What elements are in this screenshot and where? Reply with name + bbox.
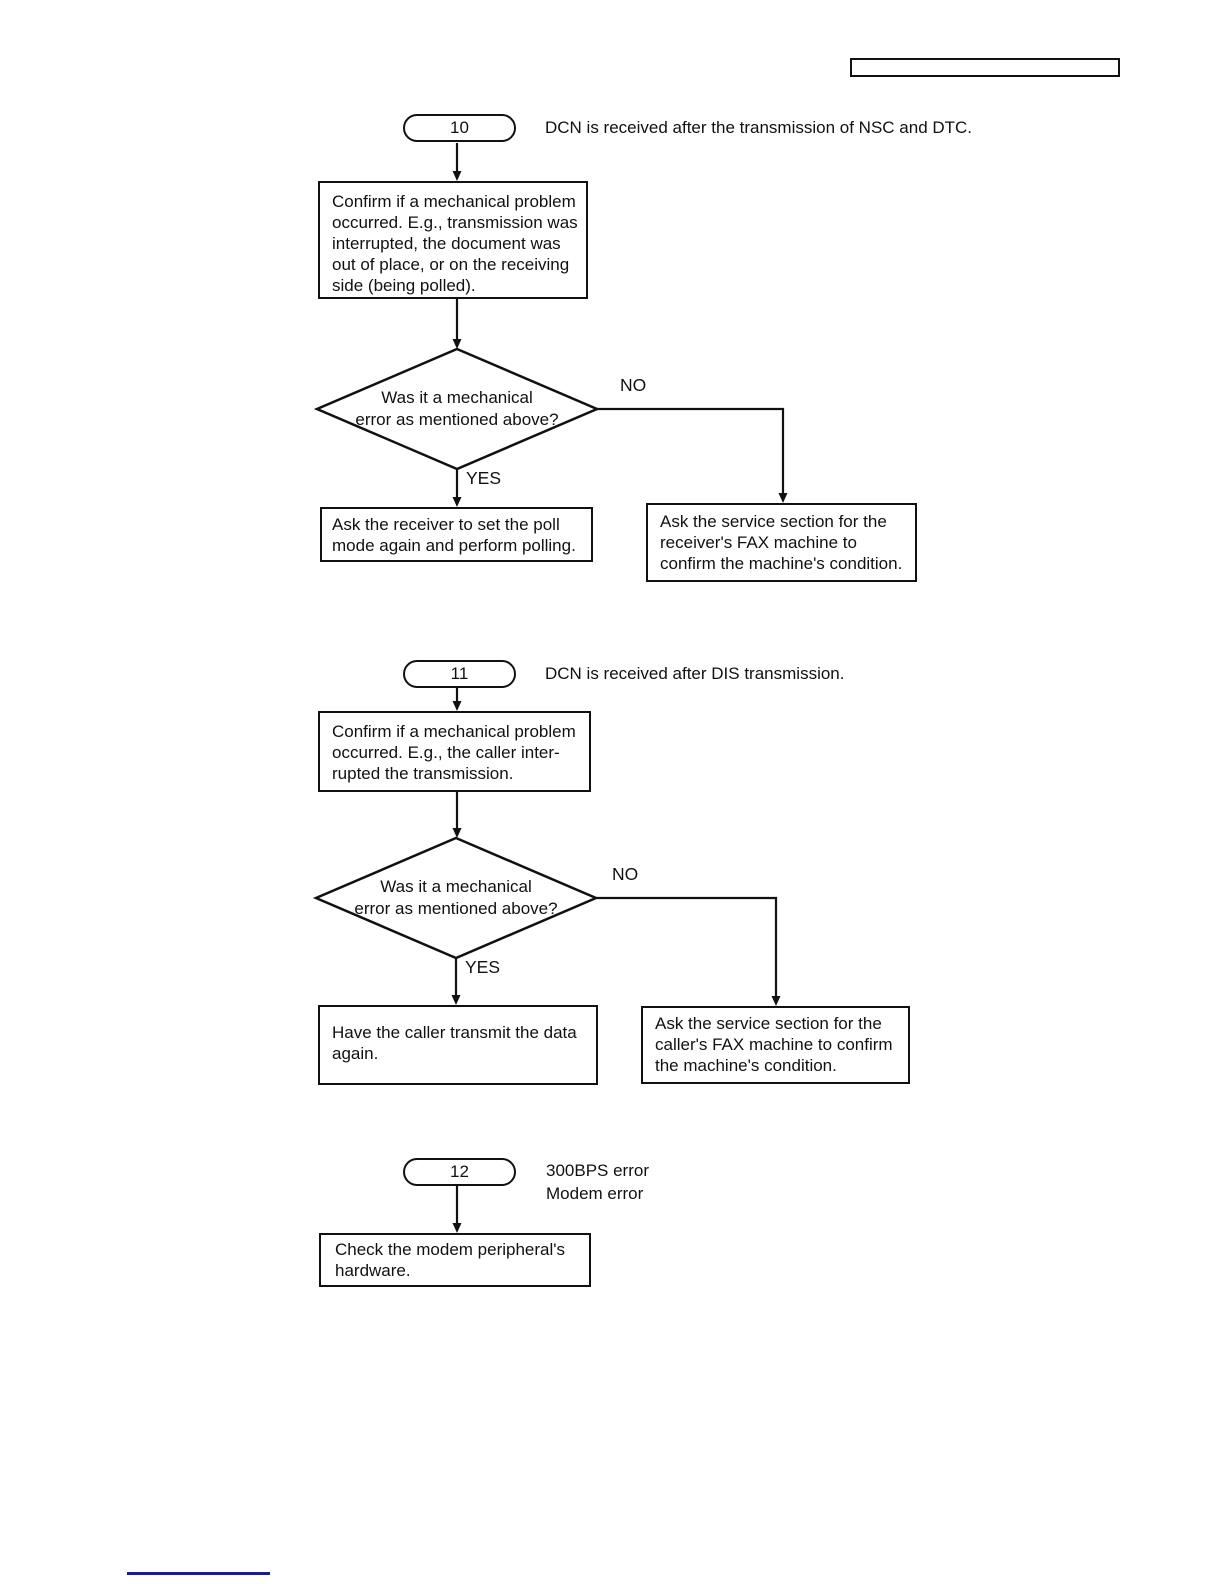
step10-text-line: side (being polled). <box>332 276 476 295</box>
caption-12-line2: Modem error <box>546 1183 644 1203</box>
step12-check-box: Check the modem peripheral's hardware. <box>319 1233 591 1287</box>
step11-no-line: caller's FAX machine to confirm <box>655 1035 893 1054</box>
step11-no-result-box: Ask the service section for the caller's… <box>641 1006 910 1084</box>
step11-text-line: Confirm if a mechanical problem <box>332 722 576 741</box>
step11-text-line: occurred. E.g., the caller inter- <box>332 743 560 762</box>
step12-text-line: Check the modem peripheral's <box>335 1240 566 1259</box>
step-badge-11: 11 <box>403 660 516 688</box>
decision10-no-label: NO <box>620 375 647 395</box>
caption-11-line: DCN is received after DIS transmission. <box>545 664 845 683</box>
step10-no-result-box: Ask the service section for the receiver… <box>646 503 917 582</box>
decision10-text: Was it a mechanical error as mentioned a… <box>325 387 589 430</box>
caption-12: 300BPS error Modem error <box>546 1160 649 1205</box>
decision11-yes-label: YES <box>465 957 501 977</box>
step-badge-10-number: 10 <box>450 118 469 137</box>
step10-yes-line: mode again and perform polling. <box>332 536 576 555</box>
decision10-yes-label: YES <box>466 468 502 488</box>
caption-10-line: DCN is received after the transmission o… <box>545 118 973 137</box>
step11-yes-line: again. <box>332 1044 379 1063</box>
step-badge-12-number: 12 <box>450 1162 469 1181</box>
decision11-line1: Was it a mechanical <box>380 877 532 896</box>
step12-text-line: hardware. <box>335 1261 411 1280</box>
connector-decision10-no <box>597 407 788 503</box>
decision10-diamond <box>313 347 601 471</box>
step10-text-line: interrupted, the document was <box>332 234 561 253</box>
decision11-line2: error as mentioned above? <box>354 898 558 918</box>
decision10-line2: error as mentioned above? <box>355 409 559 429</box>
step10-yes-result-box: Ask the receiver to set the poll mode ag… <box>320 507 593 562</box>
decision11-text: Was it a mechanical error as mentioned a… <box>324 876 588 919</box>
decision11-diamond <box>312 836 600 960</box>
caption-12-line1: 300BPS error <box>546 1161 649 1180</box>
caption-11: DCN is received after DIS transmission. <box>545 663 844 686</box>
step-badge-11-number: 11 <box>450 664 469 683</box>
step11-no-line: the machine's condition. <box>655 1056 837 1075</box>
step10-no-line: receiver's FAX machine to <box>660 533 857 552</box>
caption-10: DCN is received after the transmission o… <box>545 117 972 140</box>
connector-decision11-no <box>596 896 781 1006</box>
step11-yes-line: Have the caller transmit the data <box>332 1023 577 1042</box>
step11-text-line: rupted the transmission. <box>332 764 514 783</box>
step11-confirm-box: Confirm if a mechanical problem occurred… <box>318 711 591 792</box>
step11-no-line: Ask the service section for the <box>655 1014 882 1033</box>
step10-text-line: occurred. E.g., transmission was <box>332 213 578 232</box>
step10-text-line: Confirm if a mechanical problem <box>332 192 576 211</box>
step-badge-10: 10 <box>403 114 516 142</box>
step10-text-line: out of place, or on the receiving <box>332 255 570 274</box>
footer-rule <box>127 1572 270 1575</box>
step10-confirm-box: Confirm if a mechanical problem occurred… <box>318 181 588 299</box>
header-box <box>850 58 1120 77</box>
decision10-line1: Was it a mechanical <box>381 388 533 407</box>
decision11-no-label: NO <box>612 864 639 884</box>
step10-no-line: confirm the machine's condition. <box>660 554 903 573</box>
step10-yes-line: Ask the receiver to set the poll <box>332 515 560 534</box>
step11-yes-result-box: Have the caller transmit the data again. <box>318 1005 598 1085</box>
step10-no-line: Ask the service section for the <box>660 512 887 531</box>
step-badge-12: 12 <box>403 1158 516 1186</box>
